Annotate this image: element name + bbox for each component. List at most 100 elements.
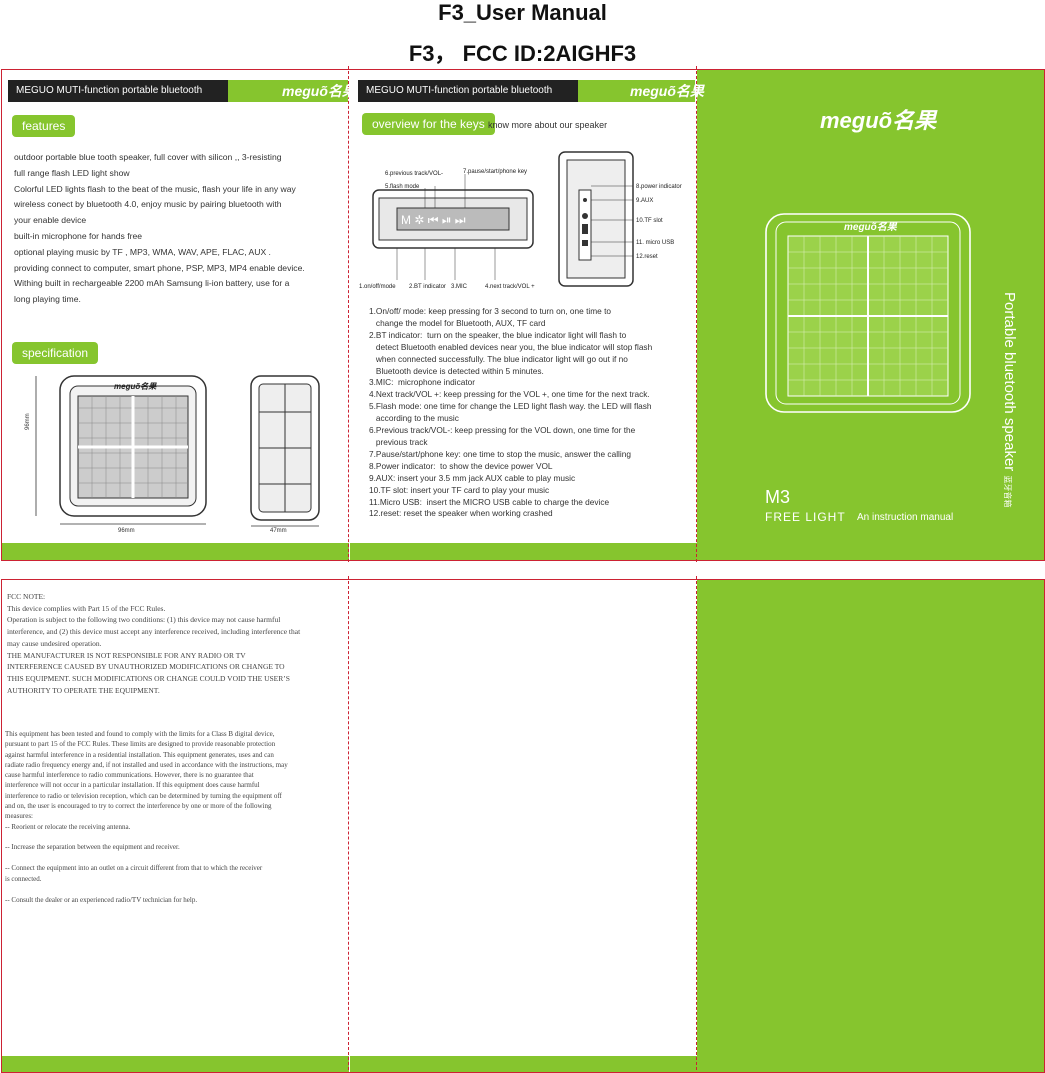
text-line: against harmful interference in a reside… [5, 750, 274, 759]
cover-speaker-illustration: meguõ名果 [765, 213, 971, 413]
text-line: outdoor portable blue tooth speaker, ful… [14, 152, 282, 162]
text-line: full range flash LED light show [14, 167, 130, 178]
footer-strip-middle [350, 543, 697, 560]
cover-brand-logo: meguõ名果 [820, 108, 937, 133]
cover-model: M3 [765, 487, 791, 507]
text-line: This device complies with Part 15 of the… [7, 603, 166, 613]
fold-line [696, 576, 697, 1070]
text-line: long playing time. [14, 294, 81, 305]
text-line: 6.Previous track/VOL-: keep pressing for… [369, 425, 636, 436]
fcc-measure-outlet: -- Connect the equipment into an outlet … [5, 864, 263, 872]
text-line: change the model for Bluetooth, AUX, TF … [369, 317, 546, 328]
text-line: Withing built in rechargeable 2200 mAh S… [14, 278, 290, 289]
text-line: when connected successfully. The blue in… [369, 353, 628, 364]
fold-line [348, 576, 349, 1070]
fcc-compliance-paragraph: This equipment has been tested and found… [5, 729, 345, 832]
fold-line [348, 66, 349, 562]
panel-title-bar: MEGUO MUTI-function portable bluetooth s… [358, 80, 586, 118]
label-next-track: 4.next track/VOL + [485, 284, 535, 290]
label-aux: 9.AUX [636, 198, 653, 204]
cover-vertical-caption: Portable bluetooth speaker 蓝牙音箱 [1001, 292, 1018, 507]
text-line: 9.AUX: insert your 3.5 mm jack AUX cable… [369, 472, 576, 483]
text-line: Colorful LED lights flash to the beat of… [14, 183, 296, 194]
text-line: 11.Micro USB: insert the MICRO USB cable… [369, 496, 610, 507]
text-line: 10.TF slot: insert your TF card to play … [369, 484, 550, 495]
label-micro-usb: 11. micro USB [636, 240, 674, 246]
text-line: AUTHORITY TO OPERATE THE EQUIPMENT. [7, 685, 160, 695]
text-line: INTERFERENCE CAUSED BY UNAUTHORIZED MODI… [7, 662, 285, 672]
label-power-indicator: 8.power indicator [636, 184, 682, 190]
text-line: wireless conect by bluetooth 4.0, enjoy … [14, 199, 282, 210]
drawing-brand: meguõ名果 [114, 382, 157, 391]
text-line: -- Reorient or relocate the receiving an… [5, 822, 131, 831]
cover-vertical-text: Portable bluetooth speaker [1001, 292, 1018, 472]
specification-heading: specification [12, 342, 99, 364]
label-tf-slot: 10.TF slot [636, 218, 663, 224]
dimension-height: 96mm [25, 413, 31, 430]
label-reset: 12.reset [636, 254, 658, 260]
dimension-depth: 47mm [270, 528, 287, 534]
text-line: detect Bluetooth enabled devices near yo… [369, 341, 653, 352]
cover-vertical-cn: 蓝牙音箱 [1003, 475, 1012, 508]
footer-strip-middle [350, 1056, 697, 1072]
fcc-measure-separation: -- Increase the separation between the e… [5, 843, 180, 851]
footer-strip-left [2, 543, 349, 560]
text-line: interference to radio or television rece… [5, 791, 282, 800]
text-line: built-in microphone for hands free [14, 230, 143, 241]
text-line: Bluetooth device is detected within 5 mi… [369, 365, 544, 376]
dimension-width: 96mm [118, 528, 135, 534]
back-cover-panel [697, 580, 1044, 1072]
label-bt-indicator: 2.BT indicator [409, 284, 446, 290]
text-line: and on, the user is encouraged to try to… [5, 802, 272, 811]
fcc-measure-outlet-cont: is connected. [5, 875, 42, 883]
text-line: interference, and (2) this device must a… [7, 627, 301, 637]
brand-logo: meguõ名果 [282, 83, 356, 99]
text-line: optional playing music by TF , MP3, WMA,… [14, 246, 271, 257]
label-on-off-mode: 1.on/off/mode [359, 284, 396, 290]
document-title: F3_User Manual [438, 0, 607, 25]
text-line: interference will not occur in a particu… [5, 781, 260, 790]
features-list: outdoor portable blue tooth speaker, ful… [14, 150, 344, 308]
label-mic: 3.MIC [451, 284, 468, 290]
cover-free-light: FREE LIGHT [765, 510, 846, 524]
brand-logo: meguõ名果 [630, 83, 704, 99]
brand-bar [228, 80, 348, 102]
fcc-measure-consult: -- Consult the dealer or an experienced … [5, 896, 198, 904]
text-line: previous track [369, 436, 428, 447]
text-line: 5.Flash mode: one time for change the LE… [369, 401, 652, 412]
text-line: cause harmful interference to radio comm… [5, 771, 254, 780]
text-line: your enable device [14, 215, 87, 226]
fold-line [696, 66, 697, 562]
text-line: 2.BT indicator: turn on the speaker, the… [369, 329, 627, 340]
text-line: according to the music [369, 413, 459, 424]
text-line: THE MANUFACTURER IS NOT RESPONSIBLE FOR … [7, 650, 246, 660]
footer-strip-left [2, 1056, 349, 1072]
text-line: 1.On/off/ mode: keep pressing for 3 seco… [369, 306, 611, 316]
text-line: 7.Pause/start/phone key: one time to sto… [369, 448, 631, 459]
fcc-note: FCC NOTE: This device complies with Part … [7, 591, 345, 696]
text-line: 8.Power indicator: to show the device po… [369, 460, 553, 471]
overview-heading: overview for the keys [362, 113, 495, 135]
text-line: Operation is subject to the following tw… [7, 615, 281, 625]
text-line: FCC NOTE: [7, 592, 46, 601]
text-line: may cause undesired operation. [7, 638, 102, 648]
keys-diagram: M ✲ ⏮ ⏯ ⏭ 6.previous track/VOL- 5.flash … [359, 151, 682, 290]
speaker-front-drawing: meguõ名果 [35, 375, 207, 525]
text-line: measures: [5, 812, 33, 821]
svg-text:M ✲ ⏮ ⏯ ⏭: M ✲ ⏮ ⏯ ⏭ [401, 213, 466, 227]
overview-subheading: know more about our speaker [488, 120, 608, 130]
text-line: 4.Next track/VOL +: keep pressing for th… [369, 389, 650, 400]
text-line: providing connect to computer, smart pho… [14, 262, 305, 273]
top-sheet [1, 69, 1045, 561]
text-line: This equipment has been tested and found… [5, 730, 275, 738]
fcc-id-title: F3， FCC ID:2AIGHF3 [408, 41, 637, 66]
brand-bar [578, 80, 695, 102]
label-pause-start: 7.pause/start/phone key [463, 169, 527, 175]
label-previous-track: 6.previous track/VOL- [385, 171, 443, 177]
text-line: pursuant to part 15 of the FCC Rules. Th… [5, 740, 276, 749]
text-line: 3.MIC: microphone indicator [369, 377, 476, 388]
text-line: radiate radio frequency energy and, if n… [5, 760, 288, 769]
text-line: THIS EQUIPMENT. SUCH MODIFICATIONS OR CH… [7, 673, 290, 683]
label-flash-mode: 5.flash mode [385, 184, 420, 190]
speaker-side-drawing [250, 375, 320, 527]
